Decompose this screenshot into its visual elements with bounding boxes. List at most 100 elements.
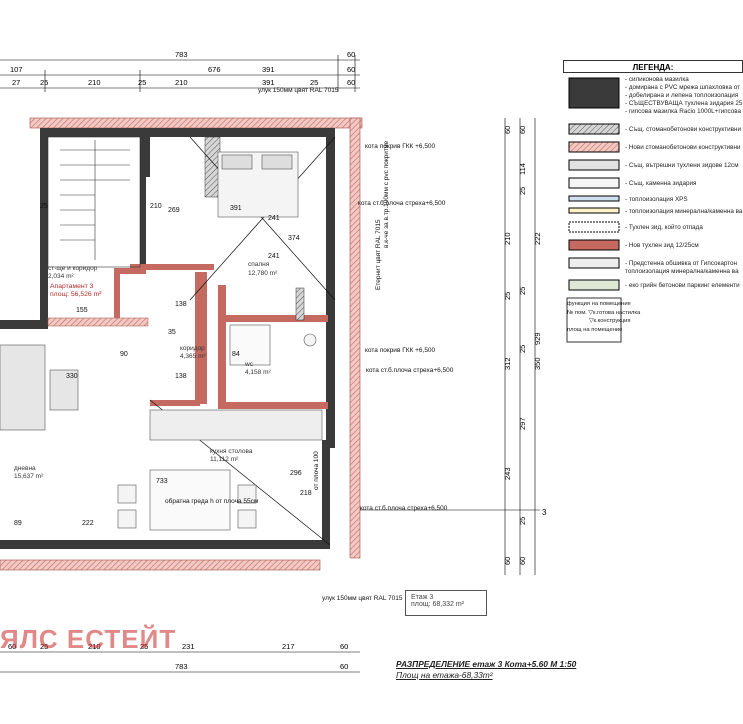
svg-text:84: 84: [232, 351, 240, 358]
bottom-dim-labels: 60 25 210 25 231 217 60 783 60: [8, 642, 348, 671]
svg-text:391: 391: [262, 65, 275, 74]
legend-row: - Същ. каменна зидария: [625, 180, 697, 187]
svg-text:27: 27: [12, 78, 20, 87]
svg-text:217: 217: [282, 642, 295, 651]
shower: [229, 324, 271, 366]
small-dimension-labels: 269 391 241 241 374 138 138 330 296 218 …: [14, 203, 312, 527]
svg-text:210: 210: [503, 232, 512, 245]
swatch-eco-grid: [568, 279, 620, 291]
legend-row: - Предстенна обшивка от Гипсокартон: [625, 260, 738, 267]
svg-text:60: 60: [503, 557, 512, 565]
svg-text:90: 90: [120, 351, 128, 358]
svg-text:296: 296: [290, 470, 302, 477]
svg-text:25: 25: [310, 78, 318, 87]
legend-swatches: [566, 77, 622, 343]
right-dimensions: [360, 118, 540, 575]
svg-text:60: 60: [340, 662, 348, 671]
svg-text:330: 330: [66, 373, 78, 380]
floor-area-stamp: Етаж 3 площ: 68,332 m²: [405, 590, 487, 616]
drawing-caption: РАЗПРЕДЕЛЕНИЕ етаж 3 Кота+5.60 М 1:50: [396, 659, 577, 669]
svg-text:391: 391: [262, 78, 275, 87]
legend-row: - гипсова мазилка Racio 1000L+гипсова: [625, 108, 742, 115]
svg-text:улук 150мм цвят RAL 7015: улук 150мм цвят RAL 7015: [258, 87, 339, 94]
stamp-area: площ: 68,332 m²: [411, 601, 465, 608]
svg-text:кота ст.б.плоча стреха+6,500: кота ст.б.плоча стреха+6,500: [366, 366, 454, 374]
svg-text:35: 35: [168, 329, 176, 336]
svg-text:733: 733: [156, 478, 168, 485]
swatch-xps: [568, 195, 620, 202]
svg-text:222: 222: [82, 520, 94, 527]
svg-text:114: 114: [518, 163, 527, 175]
swatch-rc-existing: [568, 123, 620, 135]
legend-row: - СЪЩЕСТВУВАЩА тухлена зидария 25: [625, 100, 743, 107]
svg-text:11,112 m²: 11,112 m²: [210, 456, 239, 463]
svg-text:138: 138: [175, 301, 187, 308]
swatch-inner-brick: [568, 159, 620, 171]
svg-text:25: 25: [518, 187, 527, 195]
interior-walls: [47, 136, 328, 409]
right-dim-labels: 60 114 25 25 25 297 25 60 60 210 25 312 …: [503, 126, 542, 565]
svg-text:обратна греда h от плоча 55см: обратна греда h от плоча 55см: [165, 497, 259, 505]
svg-text:243: 243: [503, 467, 512, 480]
wc-toilet: [303, 333, 317, 347]
legend-row: - топлоизолация минерална/каменна ва: [625, 208, 743, 215]
svg-text:60: 60: [518, 126, 527, 134]
legend-row: - Същ. вътрешни тухлени зидове 12см: [625, 162, 739, 169]
svg-text:25: 25: [140, 642, 148, 651]
svg-text:кухня столова: кухня столова: [210, 448, 253, 455]
roof-eave-band-bottom: [0, 559, 321, 571]
svg-text:улук 150мм цвят RAL 7015: улук 150мм цвят RAL 7015: [322, 595, 403, 602]
legend-row: - силиконова мазилка: [625, 76, 689, 83]
legend-row: - еко грийн бетонови паркинг елементи: [625, 282, 740, 289]
room-labels: спалня 12,780 m² коридор 4,365 m² кухня …: [14, 261, 278, 480]
svg-text:кота ст.б.плоча стреха+6,500: кота ст.б.плоча стреха+6,500: [360, 504, 448, 512]
svg-text:2,034 m²: 2,034 m²: [48, 273, 74, 280]
svg-text:60: 60: [8, 642, 16, 651]
svg-text:60: 60: [340, 642, 348, 651]
svg-text:кота покрив ГКК +6,500: кота покрив ГКК +6,500: [365, 347, 436, 354]
svg-text:25: 25: [518, 287, 527, 295]
svg-text:25: 25: [138, 78, 146, 87]
swatch-rc-new: [568, 141, 620, 153]
legend-row: топлоизолация минерална/каменна ва: [625, 268, 739, 275]
svg-text:коридор: коридор: [180, 345, 205, 352]
stamp-floor: Етаж 3: [411, 594, 434, 601]
annotations: улук 150мм цвят RAL 7015 кота покрив ГКК…: [165, 87, 454, 602]
bottom-dimensions: [0, 651, 360, 673]
furniture: [0, 151, 323, 531]
svg-text:площ: 56,526 m²: площ: 56,526 m²: [50, 291, 102, 298]
svg-text:218: 218: [300, 490, 312, 497]
svg-text:60: 60: [347, 78, 355, 87]
svg-text:297: 297: [518, 417, 527, 430]
svg-text:60: 60: [518, 557, 527, 565]
svg-text:4,365 m²: 4,365 m²: [180, 353, 206, 360]
svg-text:269: 269: [168, 207, 180, 214]
exterior-walls: [0, 128, 335, 549]
svg-text:в.к-че за в.тр.100мм с pvc пок: в.к-че за в.тр.100мм с pvc покритие: [383, 140, 390, 248]
svg-text:929: 929: [533, 332, 542, 345]
svg-text:210: 210: [150, 203, 162, 210]
room-key-number: № пом. ▽к.готова настилка: [567, 309, 641, 316]
svg-text:спалня: спалня: [248, 261, 270, 268]
legend-row: - Нов тухлен зид 12/25см: [625, 242, 699, 249]
svg-text:155: 155: [76, 307, 88, 314]
apartment-label: Апартамент 3 площ: 56,526 m²: [50, 283, 102, 298]
svg-text:25: 25: [503, 292, 512, 300]
svg-text:25: 25: [518, 517, 527, 525]
swatch-removed: [568, 221, 620, 233]
svg-text:25: 25: [518, 345, 527, 353]
svg-text:312: 312: [503, 357, 512, 370]
svg-text:350: 350: [533, 357, 542, 370]
svg-text:138: 138: [175, 373, 187, 380]
dining-table: [149, 469, 231, 531]
svg-text:25: 25: [40, 78, 48, 87]
roof-eave-band: [29, 117, 363, 129]
svg-text:222: 222: [533, 232, 542, 245]
svg-text:Етернит цвят RAL 7015: Етернит цвят RAL 7015: [375, 219, 382, 290]
svg-text:241: 241: [268, 215, 280, 222]
svg-text:15,637 m²: 15,637 m²: [14, 473, 44, 480]
legend-row: - топлоизолация XPS: [625, 196, 688, 203]
room-key: функция на помещение № пом. ▽к.готова на…: [567, 300, 640, 334]
svg-text:Апартамент 3: Апартамент 3: [50, 283, 94, 290]
